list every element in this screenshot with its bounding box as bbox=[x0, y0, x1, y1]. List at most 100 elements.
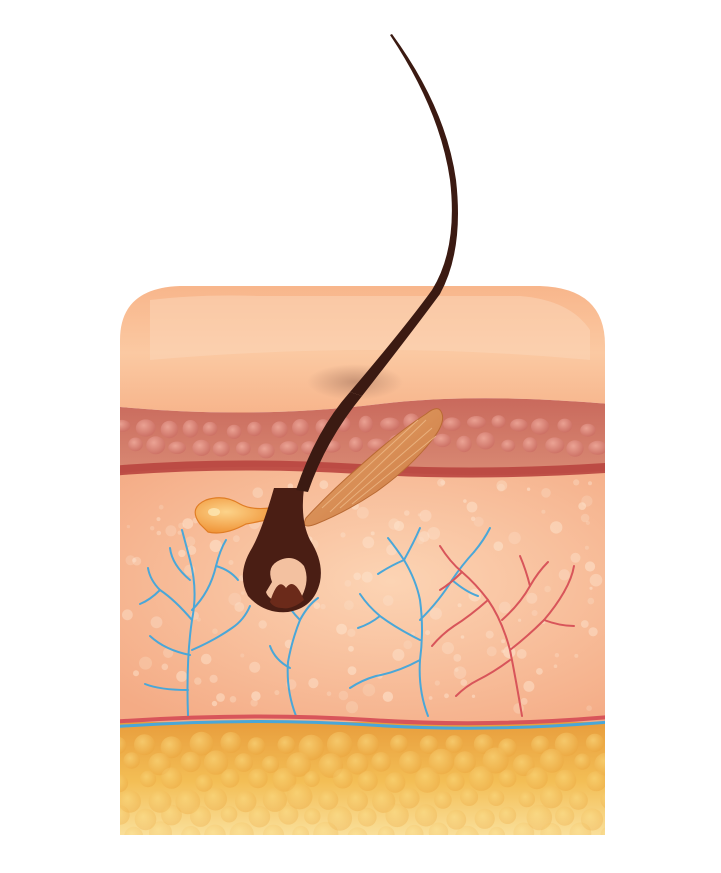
fat-cell bbox=[124, 826, 144, 835]
fat-cell bbox=[419, 735, 439, 754]
dermis-dot bbox=[234, 602, 245, 612]
fat-cell bbox=[574, 753, 591, 770]
fat-cell bbox=[160, 736, 183, 759]
dermis-dot bbox=[194, 677, 202, 685]
dermis-dot bbox=[393, 520, 405, 532]
fat-cell bbox=[385, 803, 409, 828]
dermis-dot bbox=[156, 517, 161, 522]
dermis-dot bbox=[434, 680, 440, 686]
fat-cell bbox=[390, 734, 408, 753]
dermis-dot bbox=[251, 691, 261, 701]
dermis-dot bbox=[554, 653, 560, 658]
dermis-dot bbox=[589, 573, 603, 587]
dermis-dot bbox=[126, 524, 131, 529]
fat-cell bbox=[161, 804, 182, 826]
fat-cell bbox=[235, 790, 257, 813]
dermis-dot bbox=[526, 487, 531, 491]
dermis-dot bbox=[486, 646, 497, 657]
dermis-dot bbox=[516, 649, 527, 659]
fat-cell bbox=[526, 804, 553, 831]
fat-cell bbox=[405, 824, 424, 835]
fat-cells bbox=[120, 731, 605, 835]
dermis-dot bbox=[404, 510, 410, 516]
fat-cell bbox=[262, 787, 287, 812]
fat-cell bbox=[488, 826, 506, 835]
dermis-dot bbox=[441, 642, 454, 655]
fat-cell bbox=[586, 771, 605, 792]
dermis-dot bbox=[344, 600, 354, 611]
fat-cell bbox=[482, 747, 509, 774]
arrector-pili-muscle bbox=[303, 408, 444, 527]
fat-cell bbox=[278, 804, 299, 825]
basal-cell bbox=[292, 419, 309, 437]
hair-shaft bbox=[350, 34, 458, 396]
basal-cell bbox=[348, 437, 363, 452]
basal-cell bbox=[456, 435, 472, 453]
fat-cell bbox=[346, 753, 369, 775]
dermis-dot bbox=[347, 628, 356, 638]
dermis-dot bbox=[348, 645, 354, 652]
basal-cell bbox=[120, 419, 131, 432]
fat-cell bbox=[454, 751, 476, 774]
dermis-dot bbox=[150, 526, 155, 531]
fat-cell bbox=[203, 750, 229, 775]
fat-cell bbox=[180, 751, 201, 773]
fat-cell bbox=[399, 787, 420, 809]
fat-cell bbox=[428, 822, 449, 835]
dermis-dot bbox=[587, 597, 595, 605]
fat-cell bbox=[332, 768, 353, 789]
dermis-dot bbox=[228, 592, 242, 606]
dermis-dot bbox=[258, 620, 267, 629]
basal-cell bbox=[467, 416, 486, 429]
dermis-dot bbox=[508, 531, 521, 545]
dermis-dot bbox=[460, 635, 465, 639]
basal-cell bbox=[271, 421, 288, 438]
dermis-dot bbox=[340, 532, 346, 538]
dermis-dot bbox=[485, 630, 494, 639]
dermis-dot bbox=[122, 609, 133, 621]
fat-cell bbox=[446, 809, 467, 830]
dermis-dot bbox=[241, 591, 245, 595]
fat-cell bbox=[585, 733, 605, 752]
dermis-dot bbox=[139, 656, 152, 670]
dermis-dot bbox=[427, 527, 441, 540]
fat-cell bbox=[455, 825, 480, 835]
dermis-dot bbox=[498, 601, 511, 614]
fat-cell bbox=[414, 804, 438, 827]
fat-cell bbox=[398, 751, 422, 774]
dermis-dot bbox=[471, 694, 476, 698]
main-vessels bbox=[120, 714, 605, 730]
dermis-dot bbox=[428, 696, 433, 700]
dermis-dot bbox=[382, 595, 394, 606]
dermis-dot bbox=[338, 690, 349, 701]
dermis-dot bbox=[186, 545, 197, 555]
dermis-dot bbox=[466, 501, 478, 513]
fat-cell bbox=[220, 805, 238, 823]
dermis-dot bbox=[392, 648, 405, 661]
fat-cell bbox=[600, 789, 605, 810]
dermis-dot bbox=[418, 531, 430, 542]
dermis-dot bbox=[403, 640, 413, 650]
basal-cell bbox=[545, 437, 565, 454]
dermis-dot bbox=[541, 488, 551, 498]
basal-cell bbox=[522, 437, 538, 453]
dermis-dot bbox=[326, 691, 332, 696]
epidermis-layer bbox=[120, 286, 605, 413]
fat-cell bbox=[304, 808, 321, 825]
hair-follicle bbox=[242, 488, 321, 613]
dermis-dot bbox=[133, 670, 139, 677]
dermis-dot bbox=[185, 536, 196, 547]
fat-cell bbox=[190, 805, 211, 827]
dermis-dot bbox=[501, 649, 505, 653]
fat-cell bbox=[195, 774, 213, 792]
dermis-dot bbox=[308, 678, 319, 689]
dermis-dot bbox=[460, 679, 468, 686]
dermis-dot bbox=[574, 653, 579, 658]
dermis-dot bbox=[425, 630, 431, 636]
dermis-dot bbox=[419, 509, 432, 522]
dermis-dot bbox=[209, 674, 218, 683]
dermis-dot bbox=[520, 697, 528, 705]
dermis-dot bbox=[497, 483, 505, 492]
dermis-dot bbox=[356, 506, 369, 519]
fat-cell bbox=[554, 769, 577, 791]
